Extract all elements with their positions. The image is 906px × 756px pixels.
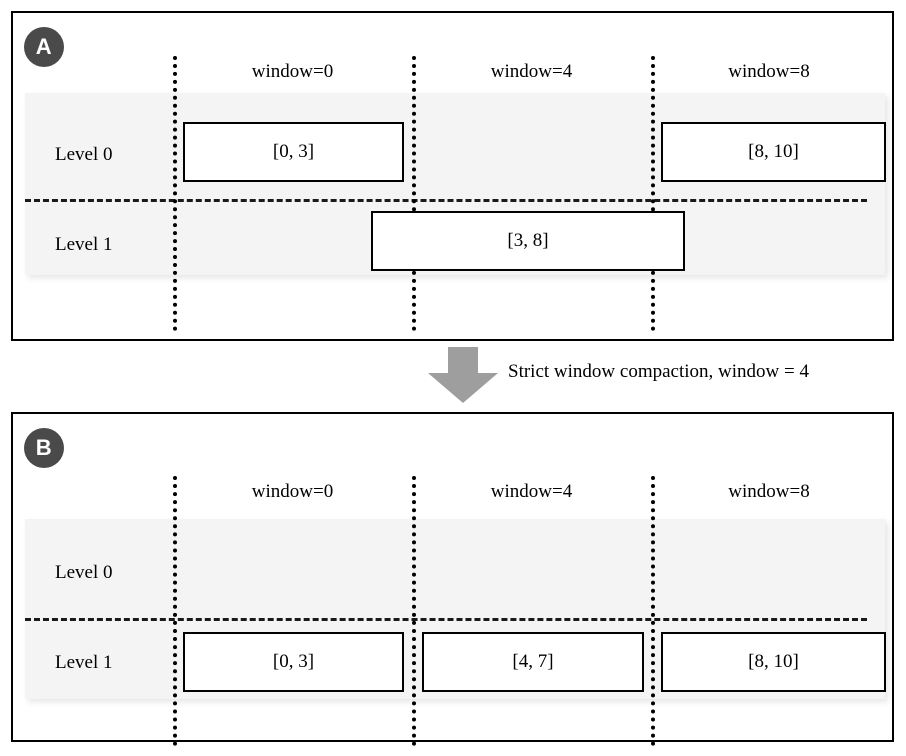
panel-a-interval-box-8-10[interactable]: [8, 10] bbox=[661, 122, 886, 182]
panel-a-interval-box-0-3[interactable]: [0, 3] bbox=[183, 122, 404, 182]
panel-b-window-line-4 bbox=[412, 476, 416, 746]
panel-b-level-label-1: Level 1 bbox=[55, 652, 113, 673]
panel-a-window-line-8 bbox=[651, 56, 655, 331]
transition-group: Strict window compaction, window = 4 bbox=[0, 341, 906, 412]
transition-caption: Strict window compaction, window = 4 bbox=[508, 361, 809, 382]
panel-a-window-header-0: window=0 bbox=[251, 61, 334, 82]
panel-b-window-header-8: window=8 bbox=[728, 481, 810, 502]
panel-a-window-line-0 bbox=[173, 56, 177, 331]
panel-b-window-line-0 bbox=[173, 476, 177, 746]
panel-a-window-header-8: window=8 bbox=[728, 61, 810, 82]
panel-b-interval-box-0-3[interactable]: [0, 3] bbox=[183, 632, 404, 692]
panel-b-window-header-0: window=0 bbox=[251, 481, 334, 502]
panel-b-interval-box-4-7[interactable]: [4, 7] bbox=[422, 632, 644, 692]
panel-a-window-line-4 bbox=[412, 56, 416, 331]
panel-a-level-label-1: Level 1 bbox=[55, 234, 113, 255]
panel-a-level-divider bbox=[25, 199, 867, 202]
panel-b-badge-label: B bbox=[35, 435, 53, 460]
panel-b-level-label-0: Level 0 bbox=[55, 562, 113, 583]
panel-b-badge: B bbox=[24, 428, 64, 468]
panel-a-interval-box-3-8[interactable]: [3, 8] bbox=[371, 211, 685, 271]
panel-a-level-label-0: Level 0 bbox=[55, 144, 113, 165]
panel-a-window-header-4: window=4 bbox=[490, 61, 573, 82]
panel-b-window-line-8 bbox=[651, 476, 655, 746]
panel-b-window-header-4: window=4 bbox=[490, 481, 573, 502]
panel-a-badge: A bbox=[24, 27, 64, 67]
panel-b-level-divider bbox=[25, 618, 867, 621]
panel-a: A window=0 window=4 window=8 Level 0 Lev… bbox=[11, 11, 894, 341]
panel-b: B window=0 window=4 window=8 Level 0 Lev… bbox=[11, 412, 894, 746]
panel-a-badge-label: A bbox=[35, 34, 53, 59]
panel-b-interval-box-8-10[interactable]: [8, 10] bbox=[661, 632, 886, 692]
arrow-down-icon bbox=[428, 347, 498, 403]
